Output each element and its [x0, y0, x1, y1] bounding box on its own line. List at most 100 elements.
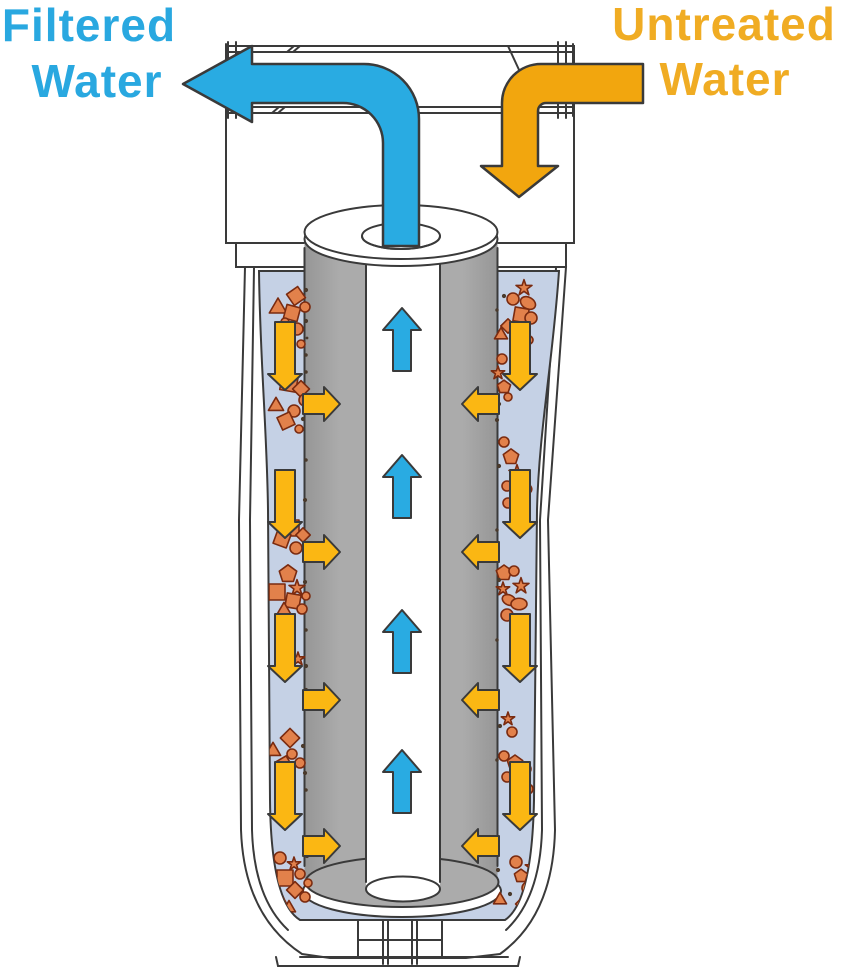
untreated-water-label-line2: Water [659, 53, 790, 105]
particle-circle [503, 392, 513, 402]
filtered-water-outlet-arrow [181, 44, 421, 248]
particle-star [490, 365, 506, 380]
untreated-flow-down-arrow [267, 469, 303, 539]
media-cross-arrow-right [302, 828, 341, 864]
particle-star [515, 278, 533, 296]
particle-speck [304, 788, 308, 792]
media-cross-arrow-left [461, 828, 500, 864]
filtered-water-label-line2: Water [31, 55, 162, 107]
particle-speck [497, 723, 503, 729]
untreated-flow-down-arrow [502, 761, 538, 831]
untreated-water-inlet-arrow [479, 62, 645, 199]
untreated-water-inlet [479, 62, 645, 199]
particle-circle [301, 591, 311, 601]
sump-inner-wall-lines [248, 267, 557, 931]
untreated-flow-down-arrow [502, 469, 538, 539]
particle-diamond [294, 526, 312, 544]
particle-diamond [276, 411, 296, 431]
particle-circle [496, 353, 508, 365]
untreated-flow-arrows [267, 321, 538, 864]
particle-diamond [285, 285, 307, 307]
particle-triangle [267, 396, 285, 412]
particle-speck [303, 318, 309, 324]
media-cross-arrow-right [302, 682, 341, 718]
untreated-flow-down-arrow [267, 761, 303, 831]
particle-circle [506, 292, 520, 306]
particle-speck [304, 628, 308, 632]
particle-speck [496, 577, 502, 583]
particle-triangle [268, 297, 288, 314]
particle-circle [294, 424, 304, 434]
particle-square [282, 303, 302, 323]
center-core-tube-lines [365, 259, 441, 883]
housing-head-detail-lines [271, 45, 540, 114]
particle-speck [303, 287, 309, 293]
media-cross-arrow-right [302, 386, 341, 422]
particle-pentagon [513, 868, 529, 883]
particle-square [284, 592, 302, 610]
untreated-flow-down-arrow [267, 321, 303, 391]
particle-star [500, 711, 516, 726]
filtered-water-outlet [181, 44, 441, 250]
particle-circle [506, 726, 518, 738]
particle-speck [507, 891, 513, 897]
particle-speck [494, 417, 500, 423]
particle-circle [299, 891, 311, 903]
particle-pentagon [496, 379, 512, 394]
filtered-flow-up-arrow [382, 609, 422, 674]
particle-speck [495, 758, 499, 762]
particle-speck [302, 770, 308, 776]
particle-triangle [493, 326, 509, 340]
particle-circle [286, 748, 298, 760]
particle-speck [501, 293, 507, 299]
housing-head-port-lines [225, 45, 574, 114]
particle-speck [304, 458, 308, 462]
particle-triangle [492, 891, 508, 905]
particle-diamond [279, 727, 301, 749]
particle-circle [303, 878, 313, 888]
media-cross-arrow-left [461, 386, 500, 422]
core-tube-bottom-opening [365, 875, 441, 903]
filtered-water-label-line1: Filtered [2, 0, 176, 51]
particle-star [286, 856, 302, 871]
particle-speck [495, 308, 499, 312]
particle-star [495, 581, 511, 596]
untreated-flow-down-arrow [267, 613, 303, 683]
particle-circle [296, 603, 308, 615]
particle-star [288, 578, 306, 596]
particle-speck [300, 743, 306, 749]
particle-speck [305, 336, 309, 340]
particle-circle [498, 750, 510, 762]
filtered-flow-up-arrow [382, 749, 422, 814]
media-cross-arrow-left [461, 534, 500, 570]
sump-bottom-ribs [299, 919, 509, 965]
particle-speck [495, 867, 501, 873]
particle-circle [294, 868, 306, 880]
particle-circle [294, 757, 306, 769]
particle-circle [509, 855, 523, 869]
particle-star [512, 576, 530, 594]
particle-ellipse [510, 597, 528, 611]
particle-circle [508, 565, 520, 577]
particle-speck [495, 638, 499, 642]
top-cap-hole-front-rim [361, 235, 441, 250]
sump-base [275, 956, 521, 967]
particle-speck [496, 463, 502, 469]
particle-speck [304, 353, 308, 357]
untreated-flow-down-arrow [502, 613, 538, 683]
particle-speck [495, 528, 499, 532]
particle-circle [299, 301, 311, 313]
particle-circle [296, 339, 306, 349]
filtered-flow-up-arrow [382, 307, 422, 372]
particle-speck [303, 663, 309, 669]
particle-speck [304, 370, 308, 374]
particle-circle [289, 541, 303, 555]
labels: Filtered Water Untreated Water [2, 0, 835, 107]
filtered-flow-arrows [382, 307, 422, 814]
media-cross-arrow-right [302, 534, 341, 570]
particle-pentagon [278, 563, 298, 583]
media-cross-arrow-left [461, 682, 500, 718]
particle-pentagon [502, 448, 520, 465]
